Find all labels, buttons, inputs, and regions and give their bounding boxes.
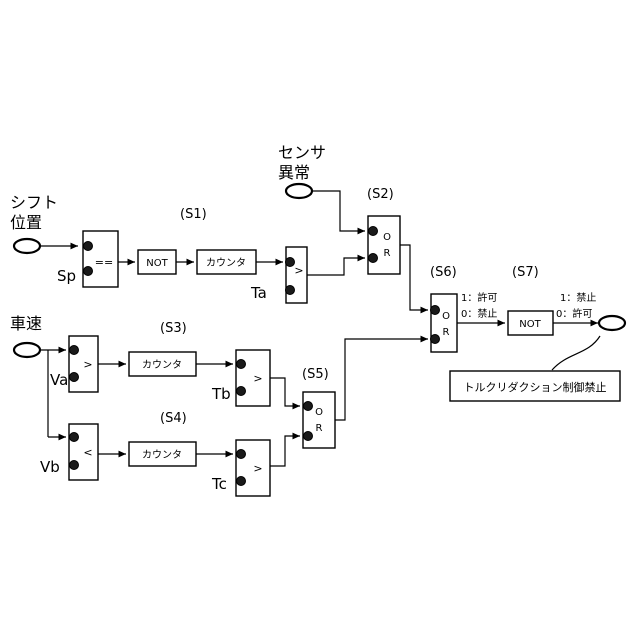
signal-label-sp: Sp [57,267,76,285]
signal-label-va: Va [50,371,68,389]
shift-position-terminal [14,239,40,253]
shift-position-label-line2: 位置 [10,213,42,232]
less-symbol-speed: < [83,446,92,459]
or-block-s6: O R [431,294,458,352]
signal-label-tb: Tb [211,385,231,403]
step-label-s5: (S5) [302,367,329,382]
greater-comparator-s1: > [286,247,308,303]
torque-reduction-prohibit-label: トルクリダクション制御禁止 [464,380,607,394]
greater-comparator-speed: > [69,336,98,392]
signal-label-vb: Vb [40,458,60,476]
signal-label-ta: Ta [250,284,267,302]
or-s2-letter-o: O [383,232,391,243]
s7-annotation-prohibit: 1：禁止 [560,292,596,304]
not-block-s1-label: NOT [146,258,168,269]
counter-block-s4: カウンタ [129,442,196,466]
less-comparator-speed: < [69,424,98,480]
greater-symbol-s1: > [294,264,303,277]
or-s2-letter-r: R [384,248,391,259]
greater-symbol-s3: > [253,372,262,385]
sensor-abnormal-label-line2: 異常 [278,163,310,182]
torque-reduction-prohibit-box: トルクリダクション制御禁止 [450,371,620,401]
shift-position-label-line1: シフト [10,193,58,212]
or-s6-letter-r: R [443,327,450,338]
signal-label-tc: Tc [211,475,227,493]
not-block-s7: NOT [508,311,553,335]
vehicle-speed-terminal [14,343,40,357]
step-label-s3: (S3) [160,321,187,336]
step-label-s2: (S2) [367,187,394,202]
or-s5-letter-r: R [316,423,323,434]
not-block-s1: NOT [138,250,176,274]
counter-block-s1-label: カウンタ [206,257,246,269]
counter-block-s4-label: カウンタ [142,449,182,461]
step-label-s4: (S4) [160,411,187,426]
greater-symbol-s4: > [253,462,262,475]
s7-annotation-permit: 0：許可 [556,307,592,320]
step-label-s6: (S6) [430,265,457,280]
output-terminal [599,316,625,330]
counter-block-s1: カウンタ [197,250,256,274]
step-label-s1: (S1) [180,207,207,222]
vehicle-speed-label: 車速 [10,314,42,333]
or-block-s2: O R [368,216,400,274]
counter-block-s3-label: カウンタ [142,359,182,371]
sensor-abnormal-label-line1: センサ [278,143,326,162]
or-block-s5: O R [303,392,335,448]
or-s5-letter-o: O [315,407,323,418]
or-s6-letter-o: O [442,311,450,322]
greater-comparator-s3: > [236,350,270,406]
sensor-abnormal-terminal [286,184,312,198]
s6-annotation-permit: 1：許可 [461,291,497,304]
equals-symbol: == [95,256,113,269]
not-block-s7-label: NOT [519,319,541,330]
greater-comparator-s4: > [236,440,270,496]
step-label-s7: (S7) [512,265,539,280]
equals-comparator-block: == [83,231,118,287]
greater-symbol-speed: > [83,358,92,371]
counter-block-s3: カウンタ [129,352,196,376]
s6-annotation-prohibit: 0：禁止 [461,308,497,320]
